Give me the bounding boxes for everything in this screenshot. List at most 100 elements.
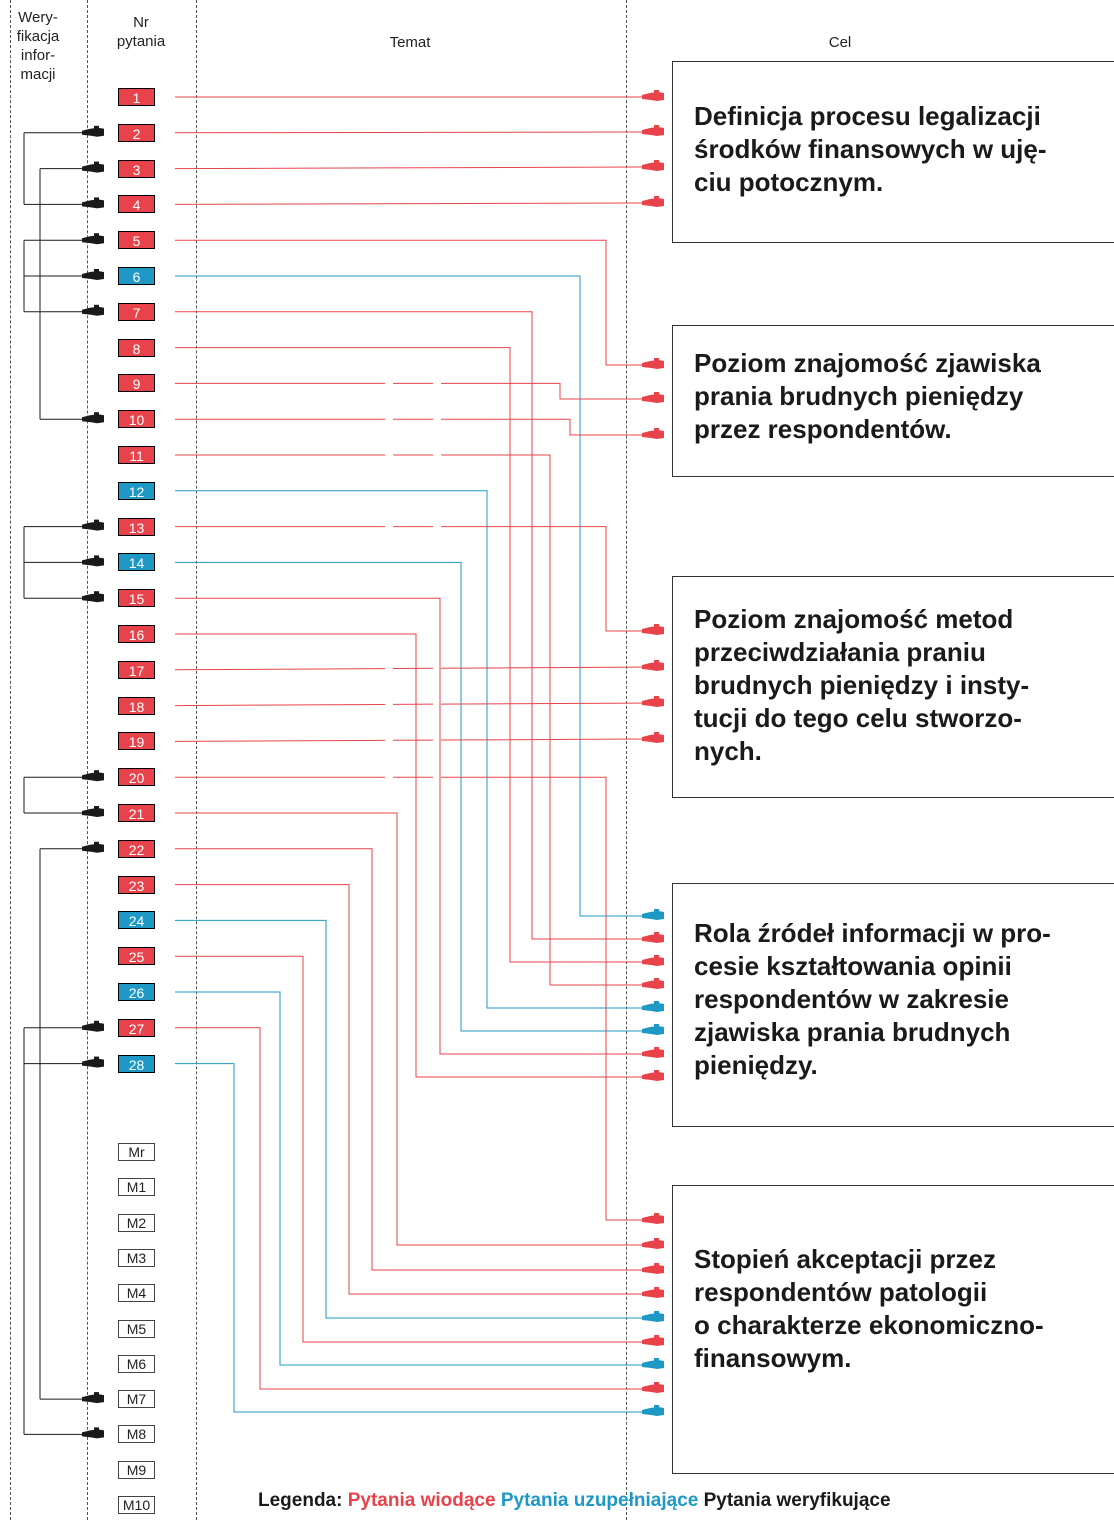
- question-box-23: 23: [118, 875, 155, 894]
- verify-hand-icon: [82, 770, 104, 782]
- metric-box-m4: M4: [118, 1284, 155, 1303]
- goal-text: Poziom znajomość metod przeciwdziałania …: [694, 604, 1030, 766]
- arrow-hand-icon: [642, 1358, 664, 1369]
- question-box-21: 21: [118, 804, 155, 822]
- arrow-hand-icon: [642, 978, 664, 989]
- verify-hand-icon: [82, 1392, 104, 1404]
- connector-q3: [174, 166, 649, 170]
- connector-q20: [175, 776, 648, 1221]
- question-box-17: 17: [118, 660, 155, 679]
- column-divider: [10, 0, 11, 1520]
- metric-box-m6: M6: [118, 1354, 155, 1373]
- goal-text: Stopień akceptacji przez respondentów pa…: [694, 1244, 1044, 1373]
- verify-hand-icon: [82, 304, 104, 316]
- column-divider: [626, 0, 627, 1520]
- connector-q18: [174, 702, 649, 707]
- question-box-28: 28: [118, 1054, 155, 1073]
- verify-hand-icon: [82, 1020, 104, 1032]
- verify-hand-icon: [82, 591, 104, 603]
- goal-box: [672, 883, 1114, 1127]
- question-box-6: 6: [118, 267, 155, 285]
- metric-box-m9: M9: [118, 1460, 155, 1479]
- goal-text: Rola źródeł informacji w pro- cesie kszt…: [694, 918, 1051, 1080]
- header-verification: Wery- fikacja infor- macji: [16, 9, 60, 83]
- connector-q21: [175, 812, 648, 1246]
- arrow-hand-icon: [642, 732, 664, 743]
- arrow-hand-icon: [642, 1263, 664, 1274]
- connector-q26: [175, 991, 648, 1366]
- connector-q9: [175, 382, 648, 400]
- connector-q11: [175, 454, 648, 986]
- question-box-18: 18: [118, 696, 155, 715]
- verify-hand-icon: [82, 519, 104, 531]
- connector-q25: [175, 955, 648, 1343]
- metric-box-m2: M2: [118, 1213, 155, 1232]
- goal-box: [672, 1185, 1114, 1474]
- metric-box-m3: M3: [118, 1248, 155, 1267]
- goal-box: [672, 61, 1114, 243]
- question-box-14: 14: [118, 553, 155, 572]
- arrow-hand-icon: [642, 1382, 664, 1393]
- question-box-8: 8: [118, 338, 155, 357]
- arrow-hand-icon: [642, 932, 664, 943]
- metric-box-m10: M10: [118, 1496, 155, 1514]
- connector-q6: [175, 275, 648, 917]
- arrow-hand-icon: [642, 1335, 664, 1346]
- goal-text: Poziom znajomość zjawiska prania brudnyc…: [694, 348, 1041, 444]
- connector-q22: [175, 848, 648, 1271]
- question-box-3: 3: [118, 159, 155, 178]
- arrow-hand-icon: [642, 1311, 664, 1322]
- question-box-2: 2: [118, 123, 155, 142]
- arrow-hand-icon: [642, 1213, 664, 1224]
- connector-q14: [175, 561, 648, 1032]
- verify-hand-icon: [82, 125, 104, 137]
- connector-q5: [175, 239, 648, 366]
- question-box-26: 26: [118, 983, 155, 1001]
- arrow-hand-icon: [642, 1287, 664, 1298]
- verify-hand-icon: [82, 412, 104, 424]
- arrow-hand-icon: [642, 90, 664, 101]
- verify-hand-icon: [82, 1056, 104, 1068]
- question-box-16: 16: [118, 625, 155, 643]
- question-box-9: 9: [118, 374, 155, 393]
- verify-hand-icon: [82, 197, 104, 209]
- metric-box-m8: M8: [118, 1425, 155, 1444]
- connector-q28: [175, 1063, 648, 1413]
- goal-text: Definicja procesu legalizacji środków fi…: [694, 101, 1047, 197]
- legend-prefix: Legenda:: [258, 1490, 343, 1511]
- question-box-22: 22: [118, 839, 155, 858]
- connector-q13: [175, 526, 648, 632]
- arrow-hand-icon: [642, 125, 664, 136]
- arrow-hand-icon: [642, 1047, 664, 1058]
- arrow-hand-icon: [642, 1405, 664, 1416]
- connector-q4: [174, 202, 649, 205]
- question-box-27: 27: [118, 1018, 155, 1037]
- verify-hand-icon: [82, 161, 104, 173]
- arrow-hand-icon: [642, 160, 664, 171]
- connector-q27: [175, 1027, 648, 1390]
- question-box-5: 5: [118, 231, 155, 250]
- arrow-hand-icon: [642, 624, 664, 635]
- arrow-hand-icon: [642, 196, 664, 207]
- connector-q15: [175, 597, 648, 1055]
- question-box-4: 4: [118, 195, 155, 214]
- connector-q8: [175, 347, 648, 963]
- legend-lead-questions: Pytania wiodące: [347, 1490, 496, 1511]
- connector-q7: [175, 311, 648, 940]
- arrow-hand-icon: [642, 660, 664, 671]
- arrow-hand-icon: [642, 392, 664, 403]
- header-goal: Cel: [828, 34, 852, 51]
- connector-q12: [175, 490, 648, 1009]
- arrow-hand-icon: [642, 1238, 664, 1249]
- connector-q10: [175, 418, 648, 436]
- connector-q24: [175, 919, 648, 1319]
- verify-hand-icon: [82, 1427, 104, 1439]
- metric-box-m5: M5: [118, 1319, 155, 1338]
- connector-q2: [174, 131, 649, 134]
- question-box-25: 25: [118, 947, 155, 966]
- header-question-number: Nr pytania: [116, 14, 166, 50]
- verify-hand-icon: [82, 841, 104, 853]
- arrow-hand-icon: [642, 696, 664, 707]
- question-box-10: 10: [118, 410, 155, 429]
